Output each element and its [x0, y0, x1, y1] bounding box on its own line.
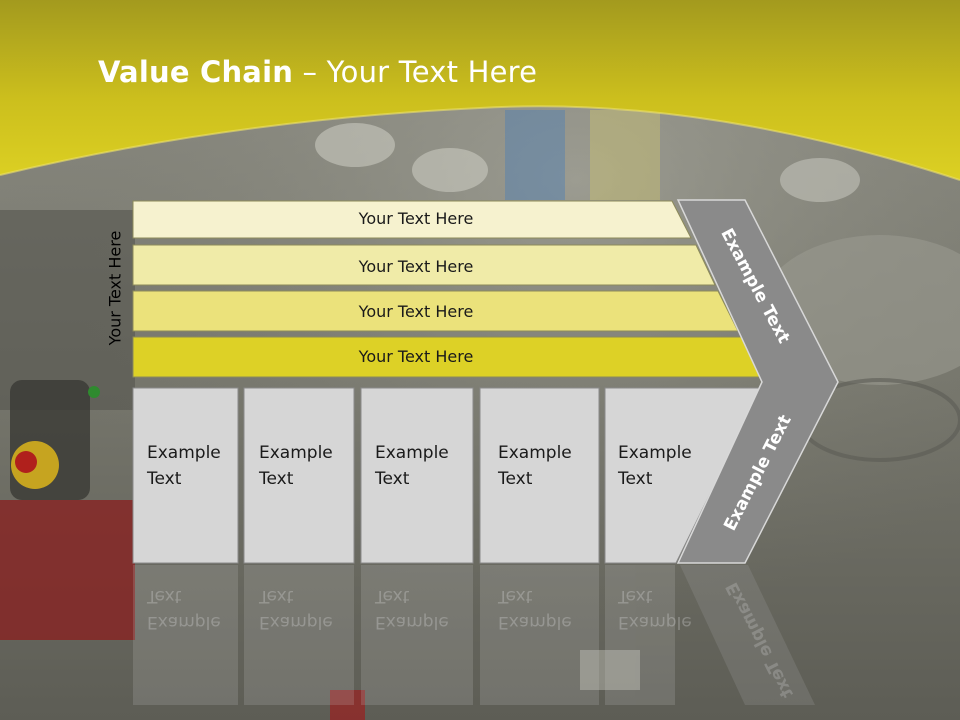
title-bold: Value Chain [98, 55, 294, 89]
cell-box-4 [479, 387, 600, 564]
cell-3-line2: Text [375, 469, 410, 489]
cell-4-line2: Text [498, 469, 533, 489]
bar-2 [132, 244, 716, 286]
cell-2-line2: Text [259, 469, 294, 489]
cell-1-line2: Text [147, 469, 182, 489]
cell-1-line1: Example [147, 443, 221, 463]
title-rest: – Your Text Here [293, 55, 538, 89]
row-label-2: Your Text Here [358, 257, 474, 276]
slide-title: Value Chain – Your Text Here [98, 55, 537, 89]
cell-5-line2: Text [618, 469, 653, 489]
row-label-4: Your Text Here [358, 347, 474, 366]
row-label-1: Your Text Here [358, 209, 474, 228]
row-label-3: Your Text Here [358, 302, 474, 321]
cell-4-line1: Example [498, 443, 572, 463]
bar-1 [132, 200, 692, 239]
cell-box-5 [604, 387, 763, 564]
cell-2-line1: Example [259, 443, 333, 463]
cell-box-1 [132, 387, 239, 564]
cell-3-line1: Example [375, 443, 449, 463]
cell-5-line1: Example [618, 443, 692, 463]
chevron-arrow [676, 199, 839, 564]
cell-box-2 [243, 387, 355, 564]
cell-box-3 [360, 387, 474, 564]
